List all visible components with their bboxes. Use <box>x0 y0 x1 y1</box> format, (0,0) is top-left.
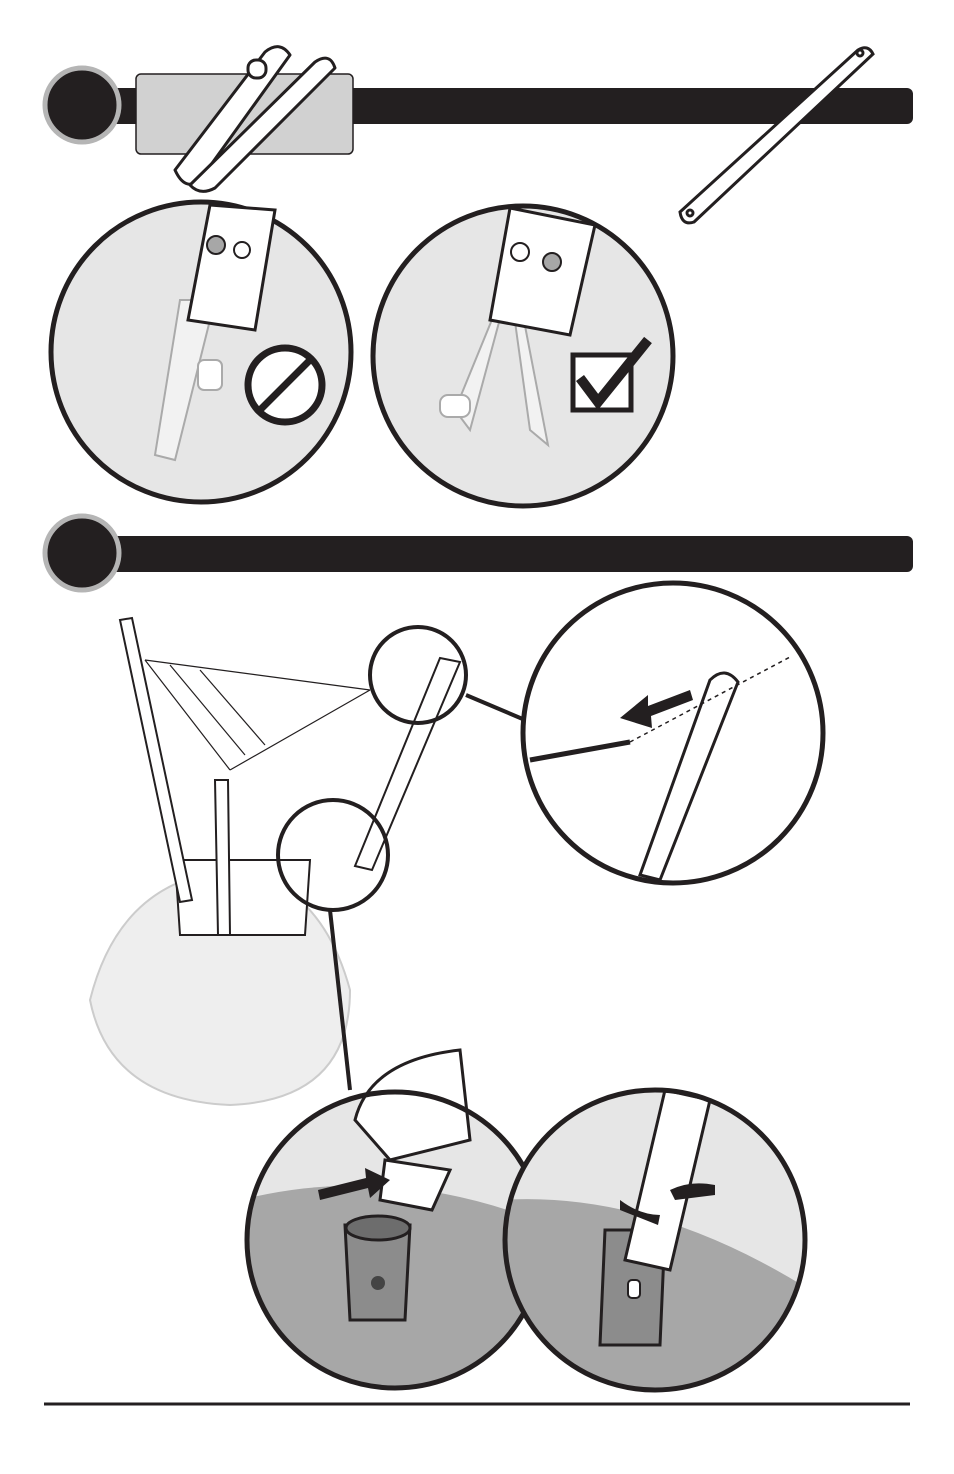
zoom-circle-middle <box>276 798 390 912</box>
rotate-arrow-icon <box>620 1183 715 1225</box>
clip-part-illustration <box>173 45 337 193</box>
pole-part-illustration <box>678 46 875 225</box>
arrow-icon <box>318 1168 390 1200</box>
pole-insertion-detail <box>244 1048 546 1391</box>
assembly-illustration <box>88 616 526 1107</box>
pole-locked-detail <box>502 1087 808 1393</box>
cord-insertion-detail <box>520 580 826 886</box>
zoom-circle-top <box>368 625 468 725</box>
step-1-number-badge <box>42 65 122 145</box>
prohibited-icon <box>244 344 326 426</box>
step-1-header <box>42 45 913 225</box>
step-2-number-badge <box>42 513 122 593</box>
step-2-bar <box>90 536 913 572</box>
arrow-icon <box>620 690 693 728</box>
step-2-header <box>42 513 913 593</box>
checkmark-icon <box>570 336 652 413</box>
correct-orientation-detail <box>370 203 676 509</box>
wrong-orientation-detail <box>48 199 354 505</box>
